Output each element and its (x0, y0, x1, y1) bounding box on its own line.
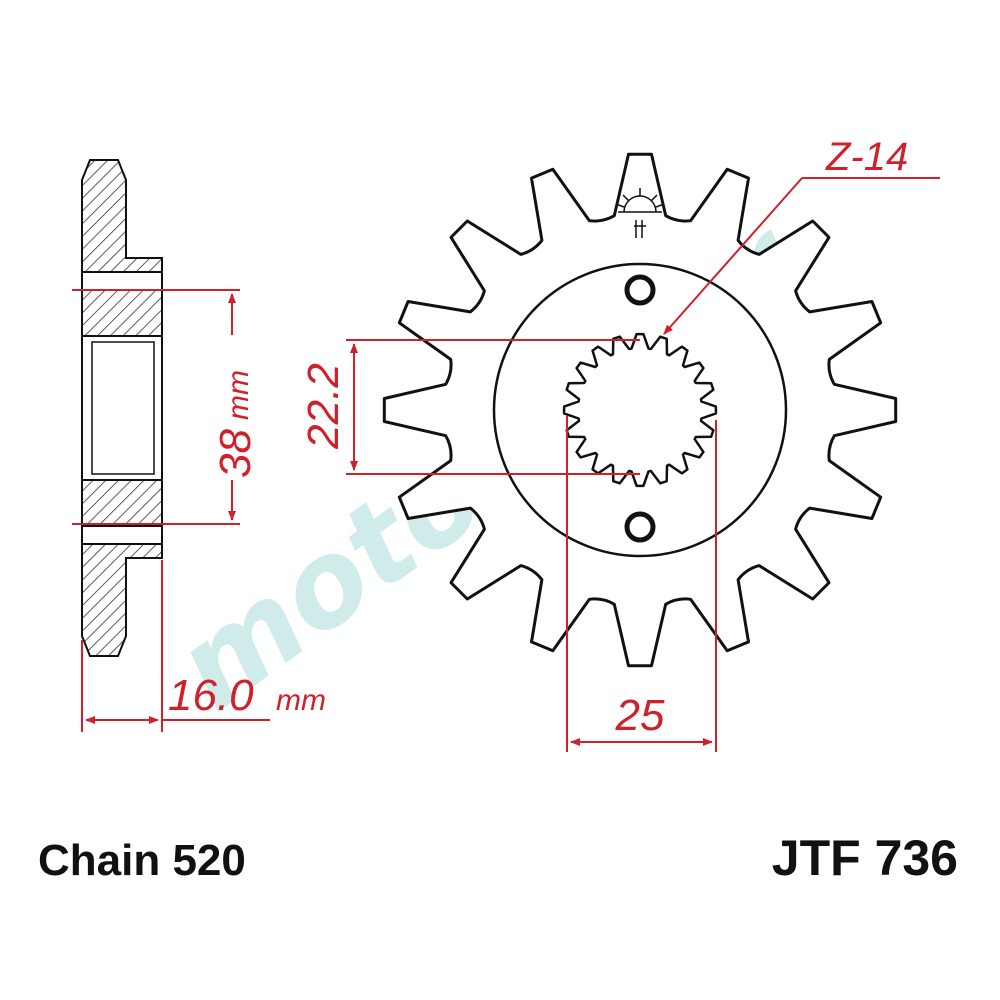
sun-rays-logo-icon (615, 188, 665, 238)
teeth-count-label: Z-14 (825, 135, 908, 179)
hub-circle (492, 262, 788, 558)
profile-bore-inner (91, 341, 155, 475)
side-profile (81, 159, 163, 657)
chain-label: Chain 520 (38, 836, 246, 885)
bore-dimension: 38 mm (72, 289, 260, 525)
thickness-dim-unit: mm (276, 684, 326, 717)
profile-upper-collar-hatch (81, 289, 163, 337)
profile-bore (81, 335, 163, 481)
spline-bore (562, 332, 718, 488)
spline-width-dimension: 25 (566, 416, 717, 752)
pitch-dimension: 22.2 (299, 339, 640, 475)
bolt-hole-top (624, 274, 656, 306)
bolt-hole-bottom (624, 511, 656, 543)
part-number: JTF 736 (772, 830, 958, 886)
pitch-dim-value: 22.2 (299, 363, 348, 450)
thickness-dim-value: 16.0 (168, 671, 254, 720)
bore-dim-value: 38 (211, 429, 260, 478)
bore-dim-unit: mm (222, 370, 255, 420)
profile-upper-hatch (81, 159, 163, 273)
profile-lower-collar-hatch (81, 479, 163, 527)
profile-lower-hatch (81, 543, 163, 657)
spline-width-dim-value: 25 (615, 691, 665, 740)
thickness-dimension: 16.0 mm (81, 560, 326, 732)
sprocket-front-view (382, 152, 898, 668)
teeth-count-leader: Z-14 (663, 135, 940, 335)
